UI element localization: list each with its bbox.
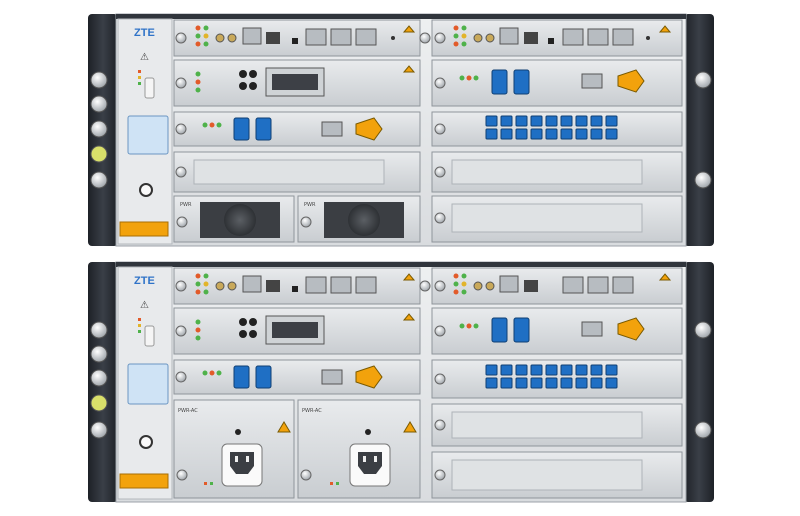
sfp-port [560,115,573,127]
ground-point [139,183,153,197]
sfp-port [545,115,558,127]
chassis-top: ZTE ⚠ [88,13,714,247]
svg-text:⚠: ⚠ [140,52,149,63]
sfp-port [590,115,603,127]
fan-icon [224,204,256,236]
sfp-port [560,128,573,140]
svg-text:⚠: ⚠ [140,300,149,311]
sfp-port [575,128,588,140]
rack-ear-right [684,14,714,246]
sfp-port [560,377,573,389]
slot-column-right [431,267,683,499]
sfp-port [575,115,588,127]
sfp-port [530,128,543,140]
sfp-port [605,364,618,376]
brand-logo: ZTE [134,275,155,287]
fan-icon [348,204,380,236]
ear-knobs-right [694,71,712,189]
sfp-port [515,364,528,376]
sfp-port [560,364,573,376]
sfp-port [590,377,603,389]
slot-column-right [431,19,683,243]
slot-column-left: PWR PWR [173,19,431,243]
ac-inlet-icon [221,421,291,487]
ac-inlet-icon [349,421,417,487]
sfp-port [530,377,543,389]
psu-label-1: PWR-AC [178,408,198,414]
sfp-port [545,128,558,140]
sfp-port [545,364,558,376]
warning-label [119,473,169,489]
sfp-port [485,115,498,127]
status-leds: ⚠ [138,52,155,99]
chassis-bottom: ZTE ⚠ [88,261,714,503]
sfp-port [605,128,618,140]
sfp-port [500,364,513,376]
sfp-port [500,377,513,389]
sfp-port [590,128,603,140]
sfp-port [575,377,588,389]
sfp-port [605,115,618,127]
sfp-port [485,128,498,140]
psu-label-2: PWR-AC [302,408,322,414]
sfp-port [530,115,543,127]
sfp-port [500,115,513,127]
air-filter [127,363,169,405]
air-filter [127,115,169,155]
psu-label-2: PWR [304,202,316,208]
sfp-port [530,364,543,376]
sfp-port-array [485,364,618,389]
ear-knobs-left [90,71,108,189]
brand-logo: ZTE [134,27,155,39]
sfp-port [485,377,498,389]
sfp-port [515,128,528,140]
psu-label-1: PWR [180,202,192,208]
sfp-port [545,377,558,389]
sfp-port [515,115,528,127]
sfp-port [575,364,588,376]
sfp-port [500,128,513,140]
warning-label [119,221,169,237]
sfp-port [590,364,603,376]
sfp-port [485,364,498,376]
sfp-port-array [485,115,618,140]
sfp-port [515,377,528,389]
slot-column-left: PWR-AC PWR-AC [173,267,431,499]
sfp-port [605,377,618,389]
